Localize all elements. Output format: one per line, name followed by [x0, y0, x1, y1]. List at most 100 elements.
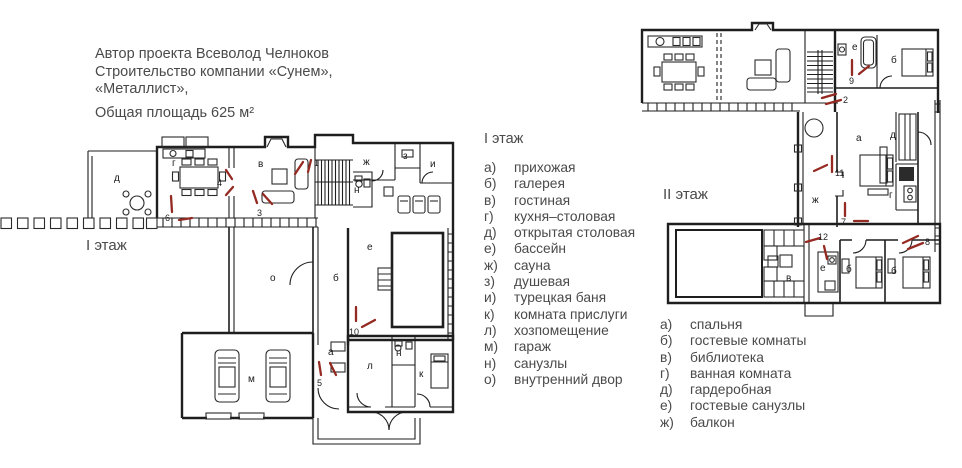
legend-label: кухня–столовая: [514, 208, 616, 224]
mark-1: 1: [314, 158, 319, 168]
room-label-servant: к: [419, 369, 424, 380]
legend-key: е): [660, 398, 673, 414]
legend-key: ж): [660, 414, 674, 430]
legend-label: ванная комната: [690, 365, 792, 381]
room-label-gallery: б: [333, 272, 339, 284]
room-label-wc-lower: н: [396, 348, 402, 359]
legend-label: санузлы: [514, 355, 568, 371]
legend-key: д): [660, 382, 673, 398]
legend-item: в) гостиная: [484, 193, 635, 209]
mark-4: 4: [217, 178, 222, 188]
builder-line: Строительство компании «Сунем»,: [95, 63, 333, 80]
legend-item: н) санузлы: [484, 356, 635, 372]
legend-label: балкон: [690, 414, 735, 430]
legend-key: о): [484, 371, 497, 387]
legend-key: г): [660, 365, 670, 381]
legend-item: д)гардеробная: [660, 382, 806, 398]
floor1-photo-marks: 1 3 4 6 5 10: [165, 158, 377, 388]
floor1-colonnade: [0, 217, 158, 230]
legend-item: з)душевая: [484, 274, 635, 290]
legend-item: е) гостевые санузлы: [660, 398, 806, 414]
legend-key: г): [484, 208, 494, 224]
room-label-turkish-bath: и: [430, 159, 436, 170]
legend-label: бассейн: [514, 241, 567, 257]
legend-item: м)гараж: [484, 339, 635, 355]
room-label-open-dining: д: [114, 173, 120, 184]
room-label-bathroom: г: [889, 190, 893, 201]
room-label-living: в: [258, 159, 263, 170]
floor1-plan-label: I этаж: [86, 237, 127, 254]
author-line: Автор проекта Всеволод Челноков: [95, 46, 329, 62]
room-label-guest-room-1: б: [846, 263, 852, 275]
legend-item: ж) балкон: [660, 415, 806, 431]
room-label-courtyard: о: [270, 273, 276, 284]
mark-12: 12: [818, 232, 828, 242]
legend-item: б)галерея: [484, 176, 635, 192]
legend-key: е): [484, 241, 497, 257]
floor1-room-labels: д г в ж з и н о б е м а л н к: [114, 151, 436, 385]
legend-item: в)библиотека: [660, 350, 806, 366]
legend-key: д): [484, 225, 497, 241]
room-label-wardrobe: д: [890, 130, 896, 141]
legend-label: галерея: [514, 176, 565, 192]
legend-label: сауна: [514, 257, 551, 273]
room-label-shower: з: [403, 151, 408, 162]
legend-label: гостевые санузлы: [690, 398, 806, 414]
legend-key: б): [660, 333, 673, 349]
floor1-walls: [87, 133, 455, 420]
legend-label: библиотека: [690, 349, 764, 365]
legend-label: гостиная: [514, 192, 571, 208]
mark-6: 6: [165, 213, 170, 223]
legend-label: гостевые комнаты: [690, 333, 807, 349]
floor1-legend-title: I этаж: [484, 131, 524, 147]
mark-5: 5: [317, 378, 322, 388]
room-label-bedroom: а: [856, 133, 862, 144]
mark-8: 8: [925, 237, 930, 247]
room-label-guest-wc-upper: е: [852, 42, 858, 53]
room-label-guest-room-2: б: [891, 265, 897, 277]
floor2-walls: [640, 21, 942, 317]
legend-item: и) турецкая баня: [484, 290, 635, 306]
room-label-garage: м: [248, 374, 255, 385]
legend-key: ж): [484, 257, 498, 273]
floor1-stairs: [315, 159, 353, 206]
legend-key: в): [484, 192, 496, 208]
legend-key: н): [484, 355, 497, 371]
mark-3: 3: [257, 208, 262, 218]
floor1-doors: [289, 169, 434, 431]
room-label-kitchen: г: [172, 158, 176, 169]
legend-key: л): [484, 322, 497, 338]
floor2-stairs: [807, 50, 833, 94]
legend-key: и): [484, 290, 497, 306]
legend-label: турецкая баня: [514, 290, 607, 306]
legend-label: внутренний двор: [514, 371, 623, 387]
room-label-library: в: [786, 273, 791, 284]
floor1-furniture: [122, 138, 449, 445]
legend-item: к)комната прислуги: [484, 307, 635, 323]
legend-key: к): [484, 306, 495, 322]
author-block: Автор проекта Всеволод Челноков Строител…: [95, 46, 333, 122]
mark-10: 10: [349, 327, 359, 337]
room-label-sauna: ж: [363, 157, 370, 168]
floor2-plan-label: II этаж: [663, 186, 708, 203]
legend-key: а): [484, 160, 497, 175]
room-label-wc-upper: н: [354, 185, 360, 196]
legend-item: б) гостевые комнаты: [660, 333, 806, 349]
legend-label: открытая столовая: [514, 225, 636, 241]
legend-label: прихожая: [514, 160, 576, 175]
legend-item: г) ванная комната: [660, 366, 806, 382]
floor2-legend: а)спальня б)гостевые комнаты в)библиотек…: [660, 317, 806, 431]
floor2-photo-marks: 9 2 11 7 12 8: [804, 58, 930, 261]
builder-line2: «Металлист»,: [95, 81, 189, 97]
legend-item: а) прихожая: [484, 160, 635, 176]
floor2-furniture: [647, 23, 934, 298]
legend-item: л)хозпомещение: [484, 323, 635, 339]
floor1-window-bands: [157, 136, 453, 334]
room-label-hall: а: [328, 347, 334, 358]
legend-key: а): [660, 317, 673, 332]
legend-key: м): [484, 339, 499, 355]
room-label-utility: л: [367, 361, 373, 372]
legend-item: е) бассейн: [484, 241, 635, 257]
mark-9: 9: [849, 76, 854, 86]
